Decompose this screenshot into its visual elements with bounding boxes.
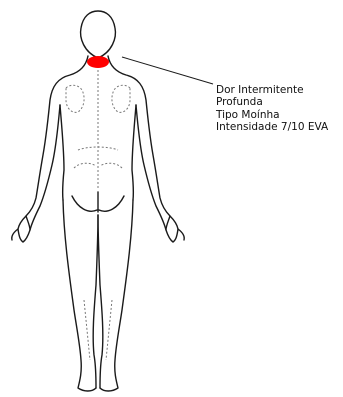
- calf-line-right: [106, 300, 112, 360]
- waist-left: [60, 105, 64, 200]
- left-inner-arm: [30, 105, 60, 230]
- hip-line-right: [100, 163, 122, 168]
- left-scapula: [66, 85, 84, 112]
- left-hand-outline: [12, 216, 30, 242]
- left-leg-inner: [93, 215, 98, 388]
- gluteal-fold-right: [99, 196, 124, 211]
- torso-outline-left: [18, 56, 88, 229]
- head-outline: [81, 11, 116, 58]
- annotation-line-2: Profunda: [216, 96, 328, 108]
- left-leg-outline: [63, 200, 96, 391]
- annotation-line-4: Intensidade 7/10 EVA: [216, 121, 328, 133]
- hip-line-left: [74, 163, 96, 168]
- waist-right: [132, 105, 136, 200]
- annotation-line-3: Tipo Moínha: [216, 109, 328, 121]
- gluteal-fold-left: [72, 196, 97, 211]
- right-leg-inner: [98, 215, 103, 388]
- lower-back-line: [78, 147, 118, 150]
- pain-annotation: Dor Intermitente Profunda Tipo Moínha In…: [216, 84, 328, 133]
- right-inner-arm: [136, 105, 166, 230]
- right-scapula: [112, 85, 130, 112]
- calf-line-left: [84, 300, 90, 360]
- right-hand-outline: [166, 216, 184, 242]
- pain-marker: [87, 56, 109, 68]
- torso-outline-right: [108, 56, 178, 229]
- right-leg-outline: [100, 200, 133, 391]
- annotation-line-1: Dor Intermitente: [216, 84, 328, 96]
